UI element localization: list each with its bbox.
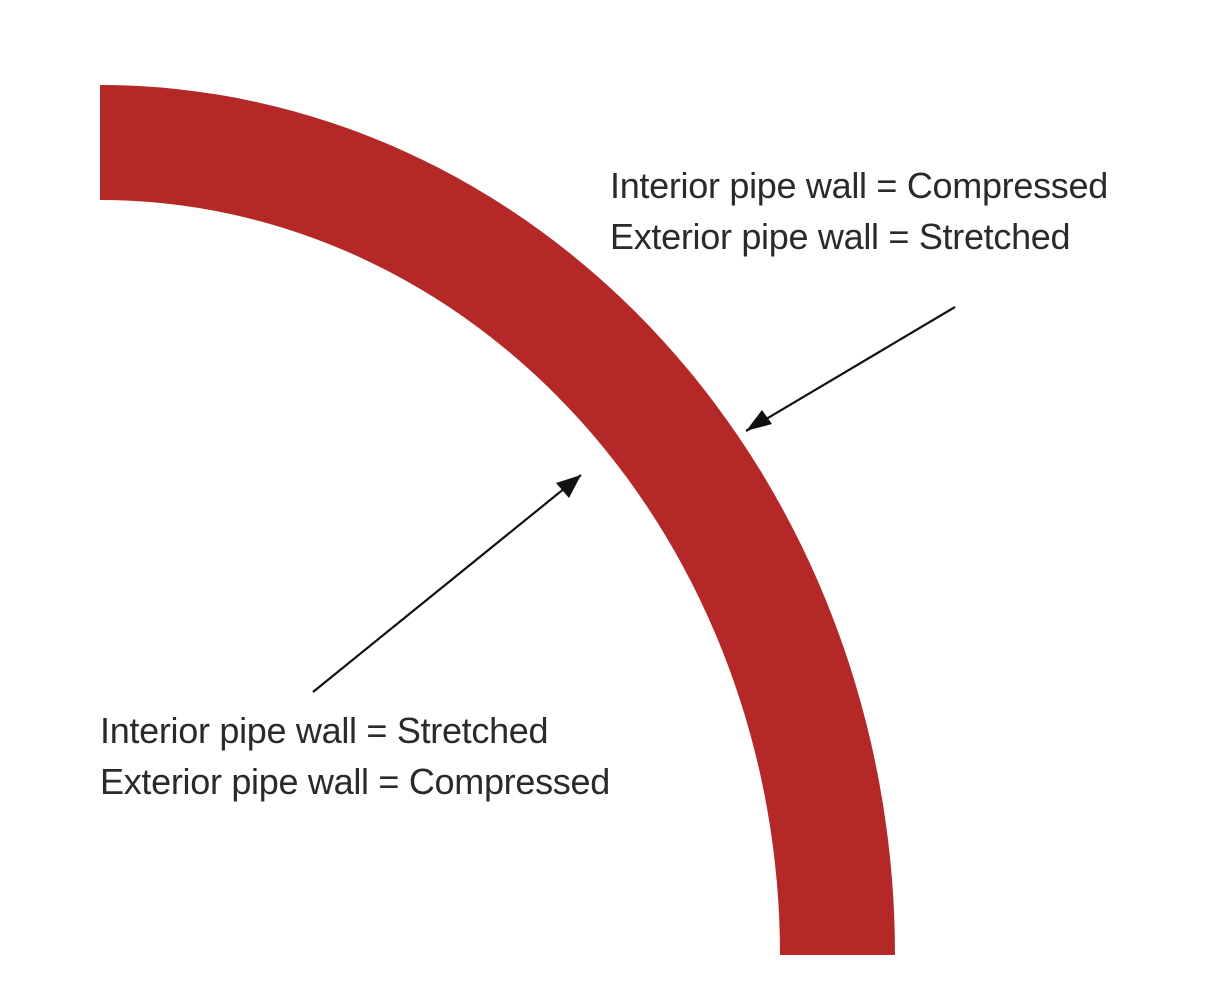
arrowhead-inner-icon bbox=[556, 475, 581, 498]
arrow-to-outer-bend bbox=[745, 306, 956, 432]
outer-bend-label-line1: Interior pipe wall = Compressed bbox=[610, 165, 1108, 206]
outer-bend-label-line2: Exterior pipe wall = Stretched bbox=[610, 216, 1071, 257]
inner-bend-label: Interior pipe wall = Stretched Exterior … bbox=[100, 705, 610, 807]
inner-bend-label-line1: Interior pipe wall = Stretched bbox=[100, 710, 549, 751]
pipe-bend bbox=[100, 85, 895, 955]
inner-bend-label-line2: Exterior pipe wall = Compressed bbox=[100, 761, 610, 802]
outer-bend-label: Interior pipe wall = Compressed Exterior… bbox=[610, 160, 1108, 262]
arrow-to-inner-bend bbox=[312, 474, 582, 693]
arrowhead-outer-icon bbox=[746, 410, 772, 431]
